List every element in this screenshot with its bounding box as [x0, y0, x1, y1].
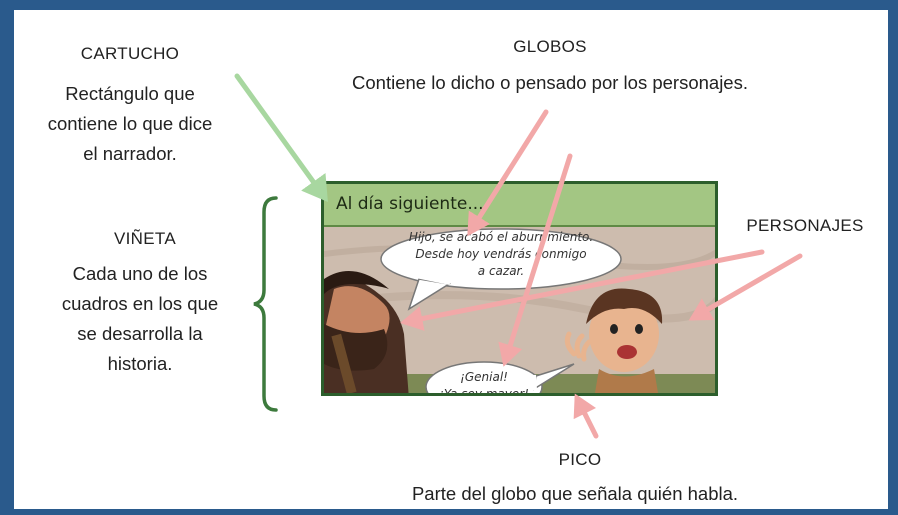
- bubble-seam: [415, 274, 451, 285]
- vineta-desc-line: historia.: [107, 353, 173, 374]
- vineta-brace: [253, 196, 278, 412]
- bubble-line: a cazar.: [477, 264, 525, 278]
- speech-bubble-boy: [425, 361, 543, 393]
- cartucho-title: CARTUCHO: [80, 44, 180, 63]
- pico-description: Parte del globo que señala quién habla.: [411, 483, 739, 504]
- cartucho-description: Rectángulo que contiene lo que dice el n…: [15, 79, 245, 169]
- bubble-line: Desde hoy vendrás conmigo: [415, 247, 587, 261]
- vineta-title: VIÑETA: [114, 229, 176, 248]
- arrow-cartucho: [234, 73, 328, 203]
- boy-hair: [586, 288, 663, 324]
- arrow-personajes-1: [400, 249, 765, 331]
- globos-description: Contiene lo dicho o pensado por los pers…: [352, 72, 748, 93]
- bubble-boy-text: ¡Genial! ¡Ya soy mayor!: [434, 369, 534, 396]
- vineta-desc-line: Cada uno de los: [72, 263, 208, 284]
- boy-eye: [610, 324, 618, 334]
- boy-mouth: [617, 345, 637, 359]
- arrow-globos-1: [467, 109, 549, 237]
- cartucho-desc-line: el narrador.: [83, 143, 177, 164]
- cartucho-desc-line: Rectángulo que: [65, 83, 195, 104]
- boy-eye: [635, 324, 643, 334]
- personajes-title: PERSONAJES: [746, 216, 864, 235]
- pico-title: PICO: [558, 450, 602, 469]
- boy-hand: [564, 331, 592, 362]
- arrow-globos-2: [498, 153, 573, 367]
- vineta-desc-line: se desarrolla la: [77, 323, 203, 344]
- speech-bubble-father: [380, 228, 622, 290]
- comic-panel: Al día siguiente... Hijo, se acabó el ab…: [321, 181, 718, 396]
- bubble-line: ¡Ya soy mayor!: [439, 387, 529, 396]
- bubble-seam: [532, 374, 537, 391]
- arrow-personajes-2: [688, 253, 803, 321]
- vineta-description: Cada uno de los cuadros en los que se de…: [20, 259, 260, 379]
- arrow-pico: [573, 393, 599, 439]
- father-hair: [324, 271, 389, 294]
- boy-face: [589, 296, 659, 372]
- father-club: [331, 333, 357, 393]
- vineta-desc-line: cuadros en los que: [61, 293, 219, 314]
- cartucho-box: Al día siguiente...: [324, 184, 715, 227]
- globos-title: GLOBOS: [513, 37, 587, 56]
- bubble-line: ¡Genial!: [460, 370, 508, 384]
- boy-body: [595, 369, 658, 393]
- cartucho-text: Al día siguiente...: [336, 194, 484, 214]
- cartucho-desc-line: contiene lo que dice: [47, 113, 213, 134]
